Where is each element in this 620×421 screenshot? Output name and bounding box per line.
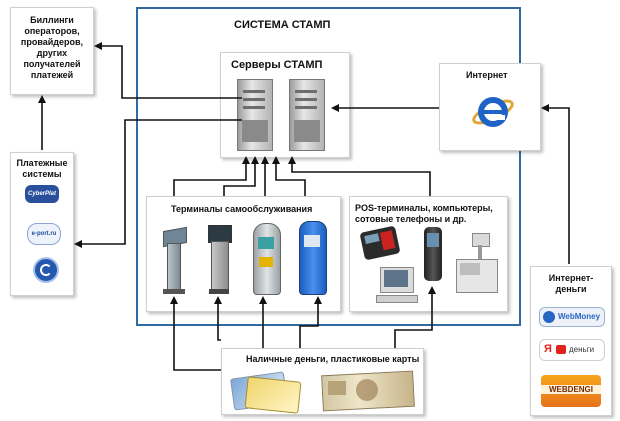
webdengi-logo: WEBDENGI bbox=[541, 375, 601, 407]
yandex-money-logo: Я деньги bbox=[539, 339, 605, 361]
internet-money-box: Интернет- деньги WebMoney Я деньги WEBDE… bbox=[530, 266, 612, 416]
billing-line-6: платежей bbox=[30, 70, 74, 80]
system-title: СИСТЕМА СТАМП bbox=[234, 19, 331, 31]
banknotes-icon bbox=[321, 369, 416, 412]
billing-line-4: других bbox=[36, 48, 68, 58]
servers-box: Серверы СТАМП bbox=[220, 52, 350, 158]
terminals-box: Терминалы самообслуживания bbox=[146, 196, 341, 312]
billing-line-2: операторов, bbox=[24, 26, 80, 36]
plastic-cards-icon bbox=[230, 371, 302, 414]
internet-money-line-1: Интернет- bbox=[548, 273, 594, 283]
billing-line-1: Биллинги bbox=[30, 15, 74, 25]
server-icon-2 bbox=[289, 79, 325, 151]
webdengi-logo-text: WEBDENGI bbox=[541, 385, 601, 394]
billing-line-5: получателей bbox=[23, 59, 81, 69]
payment-systems-line-2: системы bbox=[22, 169, 62, 179]
pos-terminal-icon bbox=[359, 225, 401, 261]
pos-line-2: сотовые телефоны и др. bbox=[355, 214, 467, 224]
pos-line-1: POS-терминалы, компьютеры, bbox=[355, 203, 493, 213]
payment-systems-box: Платежные системы CyberPlat e-port.ru bbox=[10, 152, 74, 296]
internet-explorer-icon bbox=[470, 88, 516, 134]
billing-line-3: провайдеров, bbox=[20, 37, 84, 47]
webmoney-logo-text: WebMoney bbox=[558, 312, 601, 321]
internet-title: Интернет bbox=[466, 70, 508, 80]
pos-box: POS-терминалы, компьютеры, сотовые телеф… bbox=[349, 196, 508, 312]
eport-logo-text: e-port.ru bbox=[31, 231, 57, 237]
yandex-ya-text: Я bbox=[544, 343, 552, 355]
mobile-phone-icon bbox=[424, 227, 442, 281]
kiosk-icon-4 bbox=[297, 221, 327, 295]
internet-money-line-2: деньги bbox=[555, 284, 587, 294]
cyberplat-logo: CyberPlat bbox=[25, 185, 59, 203]
cyberplat-logo-text: CyberPlat bbox=[27, 191, 56, 197]
cash-title: Наличные деньги, пластиковые карты bbox=[246, 354, 420, 364]
yandex-money-wallet-icon bbox=[556, 345, 566, 354]
kiosk-icon-2 bbox=[205, 223, 235, 295]
cash-register-icon bbox=[454, 233, 498, 295]
internet-box: Интернет bbox=[439, 63, 541, 151]
kiosk-icon-1 bbox=[159, 226, 189, 295]
webmoney-logo: WebMoney bbox=[539, 307, 605, 327]
yandex-dengi-text: деньги bbox=[569, 345, 595, 354]
billing-box: Биллинги операторов, провайдеров, других… bbox=[10, 7, 94, 95]
cash-box: Наличные деньги, пластиковые карты bbox=[221, 348, 424, 415]
payment-systems-line-1: Платежные bbox=[16, 158, 68, 168]
arrow-money-to-internet bbox=[541, 104, 570, 264]
spiral-payment-icon bbox=[33, 257, 59, 283]
kiosk-icon-3 bbox=[251, 223, 281, 295]
servers-title: Серверы СТАМП bbox=[231, 59, 323, 71]
eport-logo: e-port.ru bbox=[27, 223, 61, 245]
terminals-title: Терминалы самообслуживания bbox=[171, 204, 313, 214]
computer-icon bbox=[376, 267, 418, 303]
server-icon-1 bbox=[237, 79, 273, 151]
